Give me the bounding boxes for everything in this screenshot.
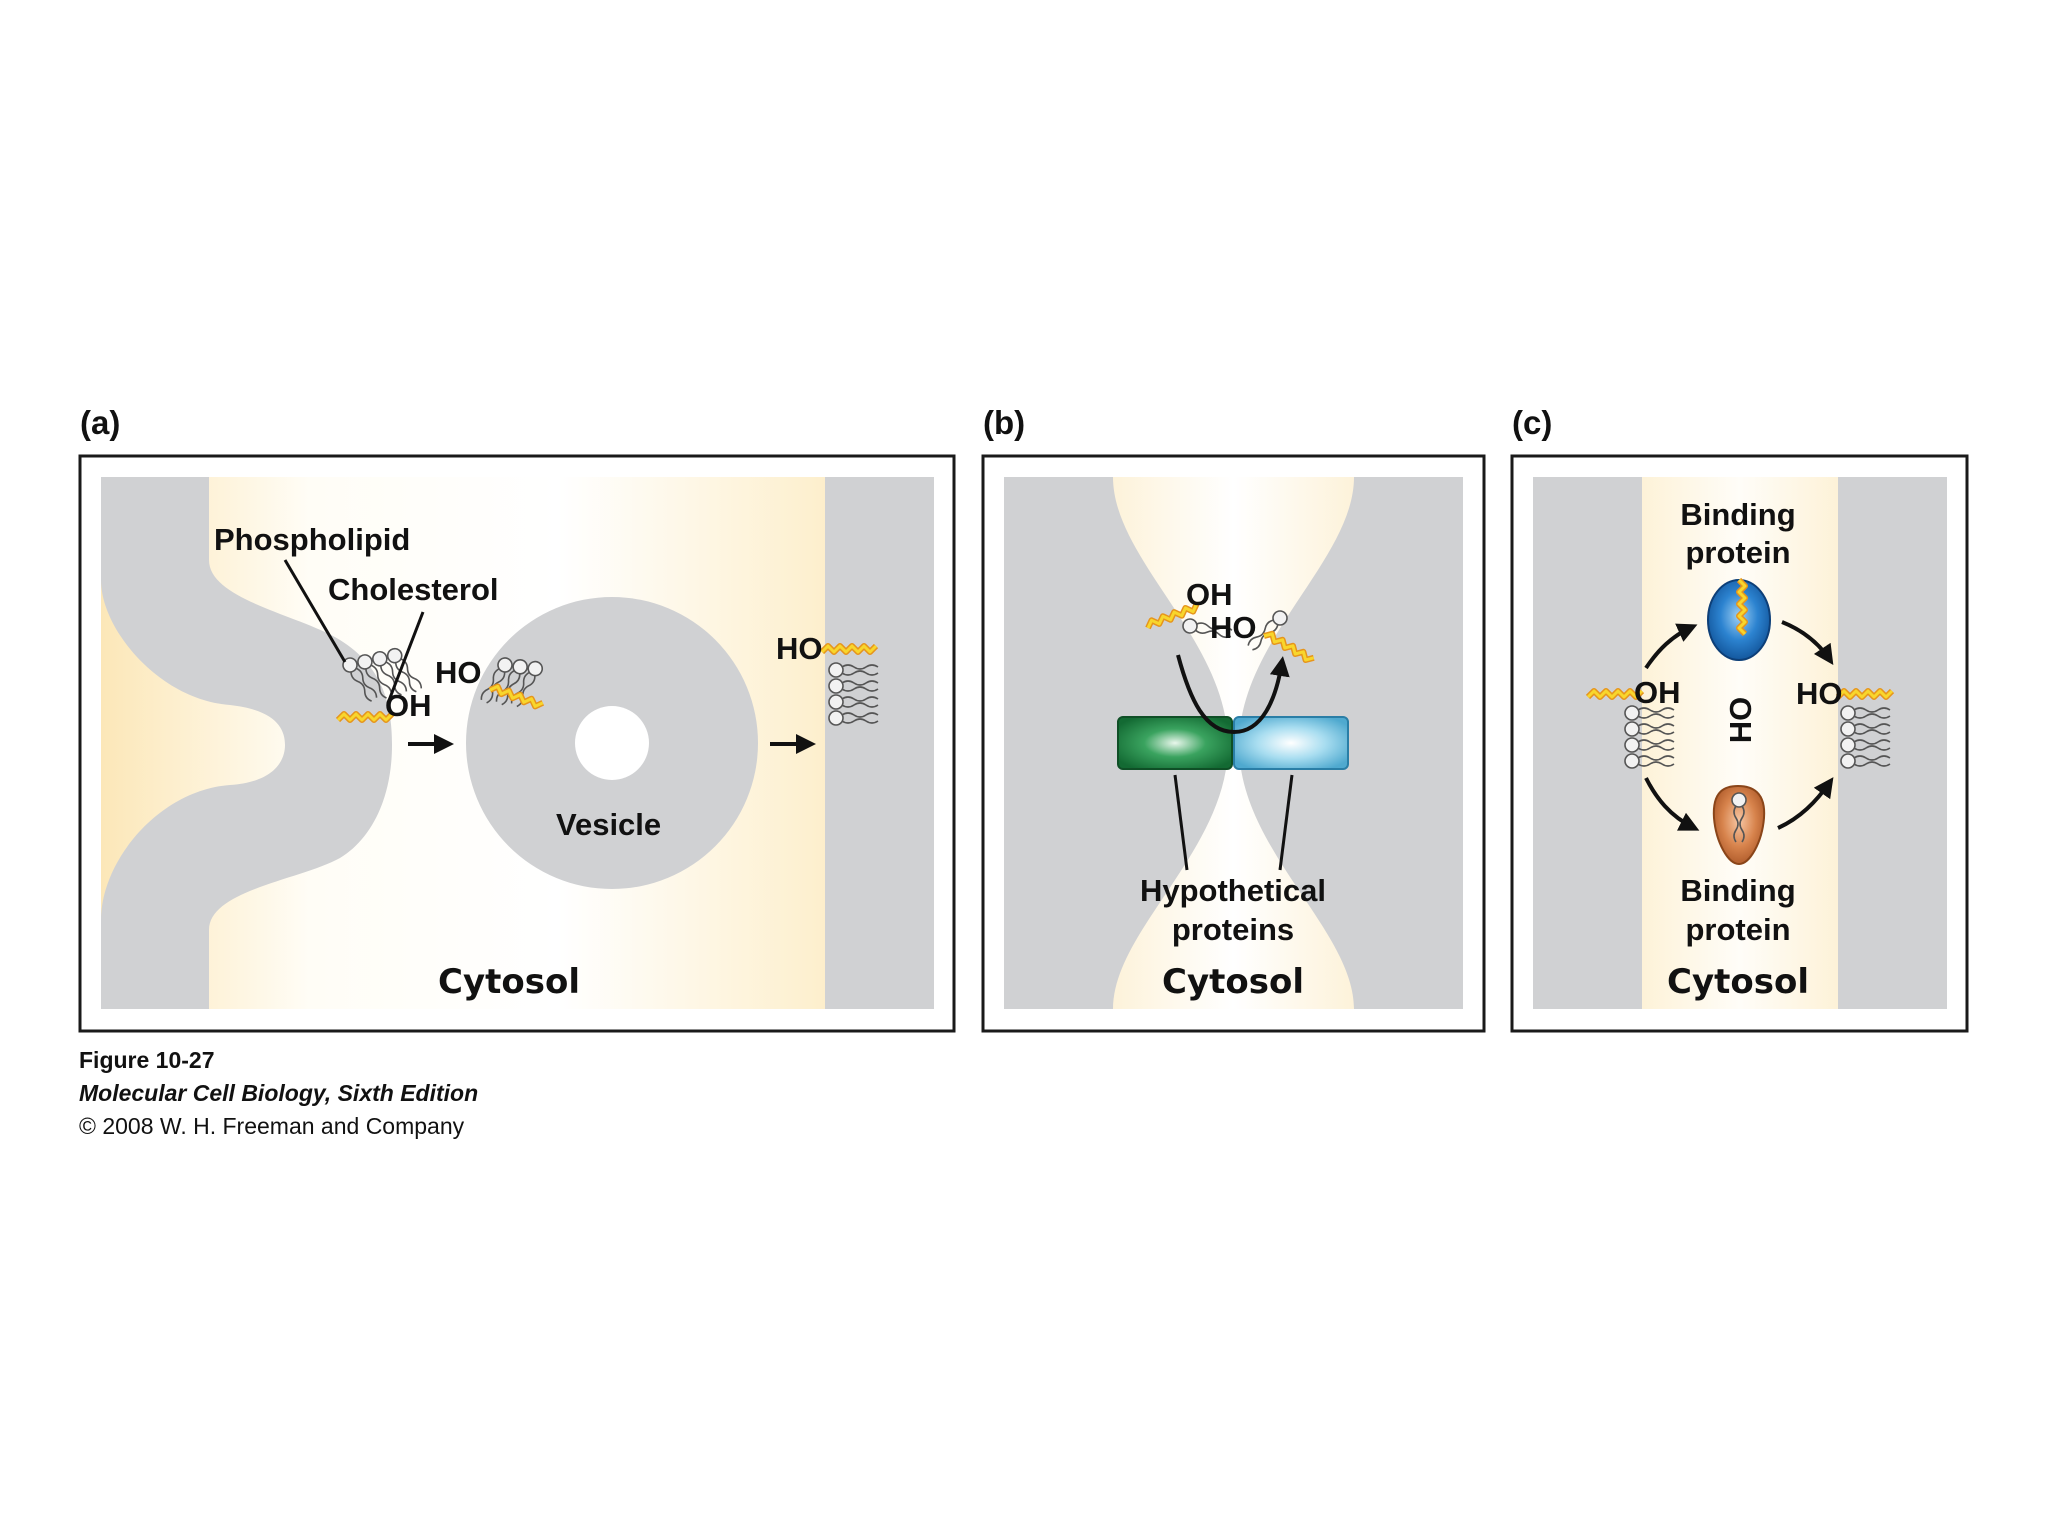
panel-a-target-ho-label: HO <box>776 631 823 666</box>
panel-c-right-membrane <box>1838 477 1947 1009</box>
phospholipid-leader-line <box>283 559 347 663</box>
hypothetical-protein-green <box>1117 716 1233 770</box>
arrow-from-top-binding-protein <box>1781 620 1834 665</box>
panel-c-left-membrane <box>1533 477 1642 1009</box>
panel-a-oh-label: OH <box>385 688 432 723</box>
panel-a-vesicle-ho-label: HO <box>435 655 482 690</box>
panel-b-transfer-arrow <box>1176 654 1290 735</box>
binding-protein-bottom-label-line1: Binding <box>1680 873 1795 908</box>
book-title: Molecular Cell Biology, Sixth Edition <box>79 1080 479 1106</box>
arrow-to-bottom-binding-protein <box>1644 777 1700 831</box>
protein-leader-line-right <box>1278 774 1294 871</box>
panel-c-ho-rotated-label: HO <box>1723 697 1758 744</box>
cholesterol-label: Cholesterol <box>328 572 499 607</box>
binding-protein-orange <box>1712 784 1766 866</box>
panel-a-cytosol-label: Cytosol <box>438 962 580 1002</box>
binding-protein-top-label-line1: Binding <box>1680 497 1795 532</box>
arrow-to-top-binding-protein <box>1644 623 1698 670</box>
panel-b-right-membrane <box>1239 477 1463 1009</box>
panel-c: (c) Binding protein HO OH HO <box>1510 404 1969 1033</box>
bound-cholesterol-molecule <box>1739 580 1745 634</box>
panel-a: (a) Phospholipid Cholesterol OH <box>78 404 956 1033</box>
panel-b: (b) OH HO Hypothetical proteins Cytosol <box>981 404 1486 1033</box>
panel-a-letter: (a) <box>80 404 120 441</box>
panel-a-left-membrane <box>101 477 392 1009</box>
phospholipid-label: Phospholipid <box>214 522 410 557</box>
panel-c-oh-label: OH <box>1634 675 1681 710</box>
panel-b-ho-label: HO <box>1210 610 1257 645</box>
binding-protein-bottom-label-line2: protein <box>1685 912 1790 947</box>
panel-a-right-membrane <box>825 477 934 1009</box>
target-cholesterol-molecule <box>822 646 876 652</box>
panel-a-cholesterol-molecule <box>338 714 392 720</box>
panel-c-right-cholesterol <box>1838 691 1892 697</box>
vesicle-lumen <box>575 706 649 780</box>
hypothetical-proteins-label-line2: proteins <box>1172 912 1294 947</box>
figure-number: Figure 10-27 <box>79 1047 215 1073</box>
panel-b-cytosol-label: Cytosol <box>1162 962 1304 1002</box>
protein-leader-line-left <box>1173 774 1189 871</box>
hypothetical-protein-blue <box>1233 716 1349 770</box>
arrow-from-bottom-binding-protein <box>1777 777 1834 830</box>
copyright-notice: © 2008 W. H. Freeman and Company <box>79 1113 465 1139</box>
panel-c-ho-right-label: HO <box>1796 676 1843 711</box>
panel-b-oh-label: OH <box>1186 577 1233 612</box>
binding-protein-top-label-line2: protein <box>1685 535 1790 570</box>
hypothetical-proteins-label-line1: Hypothetical <box>1140 873 1326 908</box>
panel-c-cytosol-label: Cytosol <box>1667 962 1809 1002</box>
vesicle-label: Vesicle <box>556 807 661 842</box>
cholesterol-leader-line <box>386 611 425 704</box>
panel-b-letter: (b) <box>983 404 1025 441</box>
panel-c-letter: (c) <box>1512 404 1552 441</box>
